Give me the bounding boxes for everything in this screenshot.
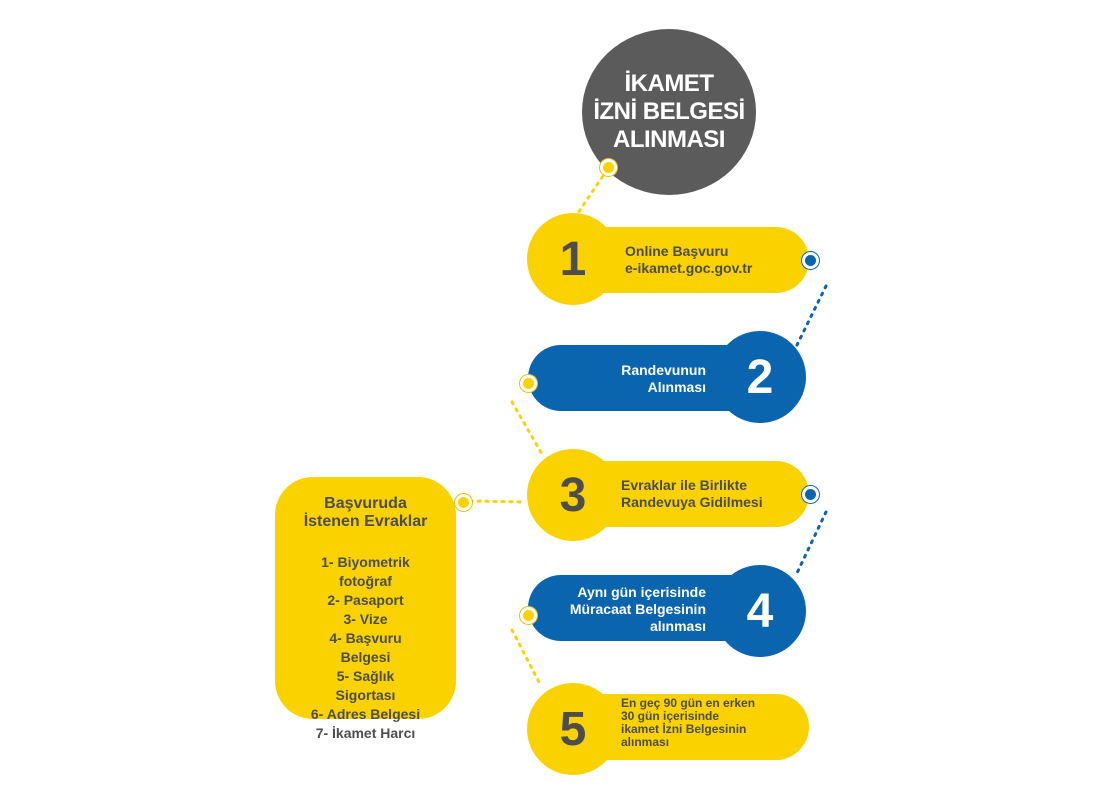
step-4-text: Aynı gün içerisinde Müracaat Belgesinin … xyxy=(540,584,706,635)
step-text-line: Evraklar ile Birlikte xyxy=(621,477,748,493)
step-text-line: Müracaat Belgesinin xyxy=(569,601,706,617)
connector-dot xyxy=(802,252,819,269)
connector-dot xyxy=(802,486,819,503)
step-text-line: Randevuya Gidilmesi xyxy=(621,494,763,510)
step-text-line: Alınması xyxy=(647,379,706,395)
title-line: İZNİ BELGESİ xyxy=(593,98,745,125)
connector-dot xyxy=(455,494,472,511)
step-text-line: 30 gün içerisinde xyxy=(621,709,720,723)
step-1-number: 1 xyxy=(527,213,619,305)
step-5-number: 5 xyxy=(527,683,619,775)
connector-dot xyxy=(520,375,537,392)
step-5-text: En geç 90 gün en erken 30 gün içerisinde… xyxy=(621,697,755,749)
step-text-line: alınması xyxy=(621,735,670,749)
document-item: 2- Pasaport xyxy=(327,592,404,608)
title-line: ALINMASI xyxy=(612,126,726,153)
title-line: İKAMET xyxy=(624,70,714,97)
step-1-text: Online Başvuru e-ikamet.goc.gov.tr xyxy=(625,243,752,277)
documents-title-line: Başvuruda xyxy=(324,495,407,512)
step-text-line: e-ikamet.goc.gov.tr xyxy=(625,260,753,276)
step-text-line: alınması xyxy=(649,618,706,634)
required-documents-box: Başvuruda İstenen Evraklar 1- Biyometrik… xyxy=(275,477,456,741)
step-text-line: En geç 90 gün en erken xyxy=(621,696,756,710)
document-item: 3- Vize xyxy=(343,611,388,627)
document-item: 4- Başvuru Belgesi xyxy=(329,630,402,665)
step-3-text: Evraklar ile Birlikte Randevuya Gidilmes… xyxy=(621,477,763,511)
diagram-title: İKAMET İZNİ BELGESİ ALINMASI xyxy=(593,70,745,154)
documents-title: Başvuruda İstenen Evraklar xyxy=(275,495,456,531)
document-item: 1- Biyometrik fotoğraf xyxy=(321,554,410,589)
step-text-line: Online Başvuru xyxy=(625,243,729,259)
step-3-number: 3 xyxy=(527,449,619,541)
document-item: 7- İkamet Harcı xyxy=(315,725,416,741)
connector-dot xyxy=(600,159,617,176)
document-item: 5- Sağlık Sigortası xyxy=(335,668,396,703)
step-text-line: ikamet İzni Belgesinin xyxy=(621,722,747,736)
step-text-line: Randevunun xyxy=(621,362,706,378)
step-2-text: Randevunun Alınması xyxy=(560,362,706,396)
documents-list: 1- Biyometrik fotoğraf 2- Pasaport 3- Vi… xyxy=(275,553,456,743)
step-text-line: Aynı gün içerisinde xyxy=(577,584,706,600)
step-4-number: 4 xyxy=(714,565,806,657)
title-circle: İKAMET İZNİ BELGESİ ALINMASI xyxy=(582,29,756,195)
step-2-number: 2 xyxy=(714,331,806,423)
connector-dot xyxy=(520,607,537,624)
document-item: 6- Adres Belgesi xyxy=(310,706,421,722)
documents-title-line: İstenen Evraklar xyxy=(303,513,428,530)
